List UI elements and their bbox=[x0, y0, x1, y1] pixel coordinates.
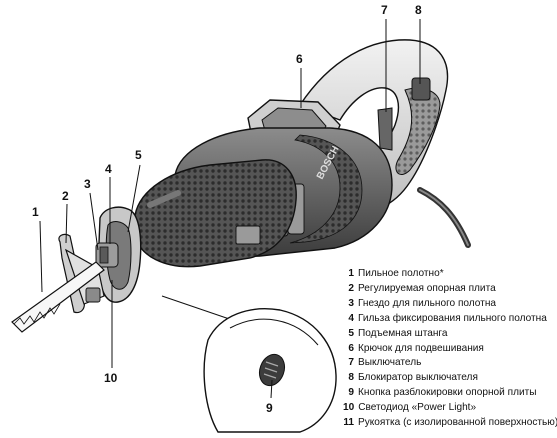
legend-number: 3 bbox=[348, 297, 354, 309]
power-cord bbox=[417, 187, 471, 248]
legend-number: 9 bbox=[348, 387, 354, 399]
release-button-detail bbox=[161, 295, 337, 433]
callout-4: 4 bbox=[105, 162, 112, 176]
rear-handle bbox=[298, 39, 449, 214]
legend-item: 2 Регулируемая опорная плита bbox=[343, 282, 557, 297]
legend-item: 5 Подъемная штанга bbox=[343, 327, 557, 342]
callout-9: 9 bbox=[266, 401, 273, 415]
legend-number: 7 bbox=[348, 357, 354, 369]
legend-text: Блокиратор выключателя bbox=[358, 372, 478, 384]
leader-lines bbox=[39, 19, 421, 399]
legend-number: 1 bbox=[348, 268, 354, 279]
parts-legend: 1 Пильное полотно* 2 Регулируемая опорная … bbox=[343, 267, 557, 431]
callout-6: 6 bbox=[296, 52, 303, 66]
legend-item: 6 Крючок для подвешивания bbox=[343, 342, 557, 357]
gear-housing bbox=[134, 159, 297, 268]
legend-text: Гнездо для пильного полотна bbox=[358, 297, 497, 309]
callout-8: 8 bbox=[415, 3, 422, 17]
legend-text: Подъемная штанга bbox=[358, 327, 448, 339]
legend-item: 11 Рукоятка (с изолированной поверхностью… bbox=[343, 416, 557, 431]
legend-number: 2 bbox=[348, 282, 354, 294]
leader-1 bbox=[39, 220, 43, 293]
callout-10: 10 bbox=[104, 371, 118, 385]
legend-item: 4 Гильза фиксирования пильного полотна bbox=[343, 312, 557, 327]
callout-5: 5 bbox=[135, 148, 142, 162]
trigger-switch bbox=[377, 107, 393, 151]
legend-number: 5 bbox=[348, 327, 354, 339]
legend-item: 1 Пильное полотно* bbox=[343, 267, 557, 282]
legend-text: Гильза фиксирования пильного полотна bbox=[358, 312, 547, 324]
legend-text: Пильное полотно* bbox=[358, 268, 444, 279]
leader-2 bbox=[65, 203, 68, 244]
legend-text: Светодиод «Power Light» bbox=[358, 402, 477, 414]
front-plate bbox=[95, 206, 142, 303]
saw-blade bbox=[11, 261, 105, 333]
legend-text: Выключатель bbox=[358, 357, 422, 369]
rating-plate bbox=[235, 225, 261, 245]
legend-item: 7 Выключатель bbox=[343, 356, 557, 371]
legend-item: 3 Гнездо для пильного полотна bbox=[343, 297, 557, 312]
legend-text: Регулируемая опорная плита bbox=[358, 282, 496, 294]
legend-text: Кнопка разблокировки опорной плиты bbox=[358, 387, 537, 399]
legend-number: 6 bbox=[348, 342, 354, 354]
callout-1: 1 bbox=[32, 205, 39, 219]
legend-text: Крючок для подвешивания bbox=[358, 342, 484, 354]
callout-numbers: 1 2 3 4 5 6 7 8 9 10 bbox=[32, 3, 422, 415]
legend-number: 4 bbox=[348, 312, 354, 324]
legend-number: 11 bbox=[343, 417, 354, 429]
callout-7: 7 bbox=[381, 3, 388, 17]
legend-number: 10 bbox=[343, 402, 355, 414]
callout-3: 3 bbox=[84, 177, 91, 191]
legend-item: 8 Блокиратор выключателя bbox=[343, 371, 557, 386]
legend-number: 8 bbox=[348, 372, 354, 384]
legend-item: 9 Кнопка разблокировки опорной плиты bbox=[343, 386, 557, 401]
leader-5 bbox=[127, 164, 141, 233]
callout-2: 2 bbox=[62, 189, 69, 203]
legend-text: Рукоятка (с изолированной поверхностью) bbox=[358, 417, 557, 429]
leader-3 bbox=[89, 192, 99, 251]
leader-9 bbox=[270, 379, 273, 399]
